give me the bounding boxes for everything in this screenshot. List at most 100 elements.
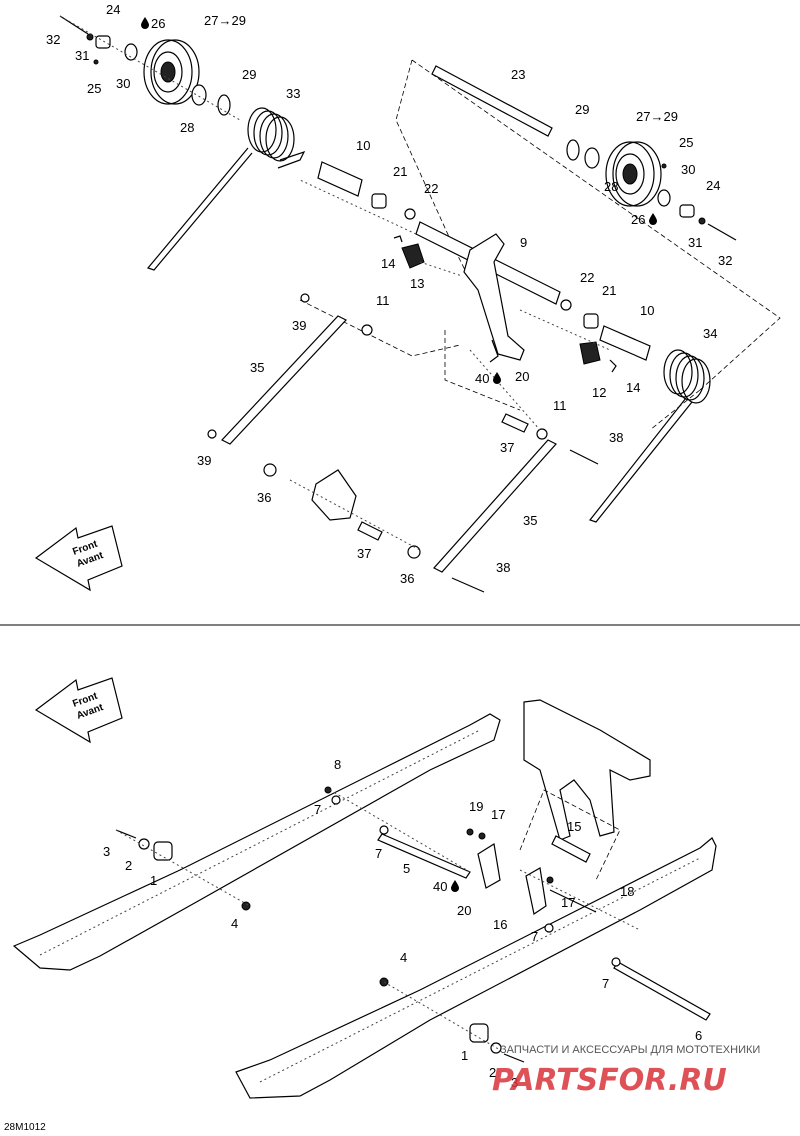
clip-14a <box>393 235 403 243</box>
nut-4a <box>241 901 251 911</box>
callout-t10a: 10 <box>356 138 370 153</box>
washer-31a <box>86 33 94 41</box>
front-arrow-top: Front Avant <box>34 525 123 592</box>
callout-t10b: 10 <box>640 303 654 318</box>
bolt-18 <box>549 889 597 913</box>
bracket-16a <box>477 843 501 889</box>
cross-shaft-5 <box>377 833 471 879</box>
assembly-outline <box>299 59 781 431</box>
callout-t36a: 36 <box>257 490 271 505</box>
lubricant-drop-icon <box>493 372 501 384</box>
callout-t39a: 39 <box>292 318 306 333</box>
nut-19 <box>466 828 474 836</box>
watermark-brand: PARTSFOR.RU <box>492 1063 727 1098</box>
watermark: ЗАПЧАСТИ И АКСЕССУАРЫ ДЛЯ МОТОТЕХНИКИ PA… <box>492 1044 760 1098</box>
spacer-36b <box>407 545 421 559</box>
bearing-28b <box>584 147 600 169</box>
callout-b15: 15 <box>567 819 581 834</box>
cross-shaft-6 <box>613 961 711 1021</box>
shaft-23 <box>431 65 553 137</box>
callout-b19: 19 <box>469 799 483 814</box>
runner-holes-lower <box>259 857 701 1083</box>
callout-b2b: 2 <box>489 1065 496 1080</box>
washer-31b <box>698 217 706 225</box>
callout-t24a: 24 <box>106 2 120 17</box>
ring-29b <box>566 139 580 161</box>
nut-17b <box>546 876 554 884</box>
top-assembly <box>59 15 781 593</box>
callout-t24b: 24 <box>706 178 720 193</box>
callout-t35b: 35 <box>523 513 537 528</box>
ring-29a <box>217 94 231 116</box>
callout-t38a: 38 <box>609 430 623 445</box>
screw-25a <box>93 59 99 65</box>
washer-22b <box>560 299 572 311</box>
callout-t14a: 14 <box>381 256 395 271</box>
callout-t21b: 21 <box>602 283 616 298</box>
callout-t12: 12 <box>592 385 606 400</box>
callout-b3b: 3 <box>511 1075 518 1090</box>
callout-t30a: 30 <box>116 76 130 91</box>
spacer-30b <box>657 189 671 207</box>
lubricant-drop-icon <box>649 213 657 225</box>
callout-t37a: 37 <box>500 440 514 455</box>
callout-t2729b: 27→29 <box>636 109 678 124</box>
callout-b40: 40 <box>433 879 447 894</box>
runner-rail-lower <box>235 837 717 1099</box>
screw-25b <box>661 163 667 169</box>
callout-t31a: 31 <box>75 48 89 63</box>
arm-frame-ghost <box>523 699 651 841</box>
bracket-16b <box>525 867 547 915</box>
callout-b1a: 1 <box>150 873 157 888</box>
bottom-assembly: Front Avant <box>12 677 717 1099</box>
callout-b2a: 2 <box>125 858 132 873</box>
idler-wheel-right <box>605 141 662 207</box>
bolt-3a <box>115 829 137 839</box>
spacer-15 <box>551 835 591 863</box>
nut-11a <box>361 324 373 336</box>
callout-b17a: 17 <box>491 807 505 822</box>
bolt-38b <box>451 577 485 593</box>
spacer-2a <box>138 838 150 850</box>
callout-t20a: 20 <box>515 369 529 384</box>
washer-7b <box>379 825 389 835</box>
callout-b7c: 7 <box>531 929 538 944</box>
cam-13 <box>401 243 425 269</box>
callout-t9: 9 <box>520 235 527 250</box>
lubricant-drop-icon <box>141 17 149 29</box>
callout-t28b: 28 <box>604 179 618 194</box>
callout-t38b: 38 <box>496 560 510 575</box>
arm-9 <box>463 233 525 361</box>
callout-t14b: 14 <box>626 380 640 395</box>
callout-b8: 8 <box>334 757 341 772</box>
callout-b5: 5 <box>403 861 410 876</box>
callout-t25b: 25 <box>679 135 693 150</box>
bolt-3b <box>503 1053 525 1063</box>
callout-t34: 34 <box>703 326 717 341</box>
idler-wheel-left <box>143 39 200 105</box>
spacer-24b <box>679 204 695 218</box>
callout-b7b: 7 <box>375 846 382 861</box>
runner-holes-upper <box>39 729 481 956</box>
arm-bracket-20 <box>489 339 499 363</box>
bottom-outline <box>519 789 621 881</box>
callout-t26b: 26 <box>631 212 645 227</box>
callout-b4a: 4 <box>231 916 238 931</box>
callout-t32b: 32 <box>718 253 732 268</box>
cam-12 <box>579 341 601 365</box>
callout-t11b: 11 <box>553 398 567 413</box>
torsion-spring-33 <box>146 107 306 271</box>
callout-b18: 18 <box>620 884 634 899</box>
nut-39a <box>300 293 310 303</box>
torsion-spring-34 <box>589 349 711 523</box>
callout-b7a: 7 <box>314 802 321 817</box>
callout-t22b: 22 <box>580 270 594 285</box>
callout-b17b: 17 <box>561 895 575 910</box>
spacer-37b <box>501 413 529 433</box>
callout-t29b: 29 <box>575 102 589 117</box>
callout-t26a: 26 <box>151 16 165 31</box>
callout-t2729a: 27→29 <box>204 13 246 28</box>
